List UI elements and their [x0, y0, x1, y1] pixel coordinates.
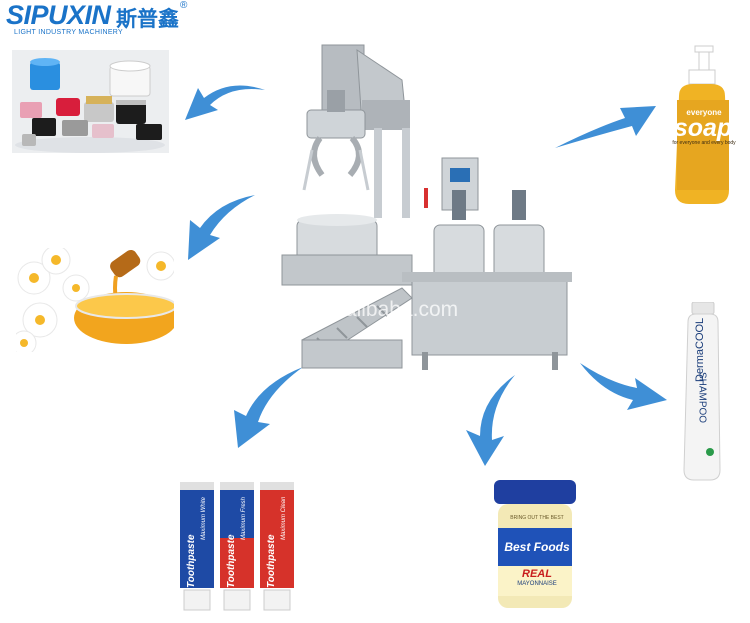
- shampoo-bottle-image: [683, 302, 721, 481]
- watermark-text: gzspx.en.alibaba.com: [255, 298, 459, 321]
- vacuum-emulsifying-mixer-image: [281, 44, 572, 370]
- toothpaste-1-variant: Maximum White: [201, 496, 207, 540]
- arrow-to-cosmetics-icon: [185, 85, 265, 120]
- toothpaste-1-name: Toothpaste: [186, 534, 197, 588]
- mayonnaise-slogan-text: BRING OUT THE BEST: [510, 515, 564, 521]
- arrow-to-shampoo-icon: [580, 363, 667, 410]
- mayonnaise-jar-image: [494, 480, 576, 608]
- logo-chinese: 斯普鑫: [116, 8, 179, 31]
- toothpaste-2-name: Toothpaste: [226, 534, 237, 588]
- toothpaste-3-name: Toothpaste: [266, 534, 277, 588]
- soap-sub-text: for everyone and every body: [672, 140, 736, 146]
- logo-tagline: LIGHT INDUSTRY MACHINERY: [14, 29, 123, 36]
- logo-registered: ®: [180, 0, 188, 11]
- arrow-to-soap-icon: [555, 106, 656, 148]
- cosmetic-jars-image: [12, 50, 169, 153]
- soap-brand-text: everyone: [686, 108, 722, 117]
- arrow-to-mayonnaise-icon: [466, 375, 515, 466]
- honey-daisies-image: [16, 248, 174, 352]
- toothpaste-3-variant: Maximum Clean: [281, 496, 287, 540]
- soap-bottle-image: [675, 45, 729, 204]
- arrow-to-honey-icon: [188, 195, 255, 260]
- sipuxin-logo: SIPUXIN 斯普鑫 ® LIGHT INDUSTRY MACHINERY: [0, 0, 200, 42]
- mayonnaise-brand-text: Best Foods: [504, 540, 570, 554]
- shampoo-label-text: SHAMPOO: [696, 371, 708, 424]
- mayonnaise-label-text: MAYONNAISE: [517, 581, 557, 587]
- soap-label-text: soap: [673, 114, 733, 142]
- arrow-to-toothpaste-icon: [234, 367, 303, 448]
- toothpaste-tubes-image: [180, 482, 294, 611]
- toothpaste-2-variant: Maximum Fresh: [241, 496, 247, 540]
- mayonnaise-real-text: REAL: [522, 568, 552, 580]
- logo-brand: SIPUXIN: [6, 0, 111, 30]
